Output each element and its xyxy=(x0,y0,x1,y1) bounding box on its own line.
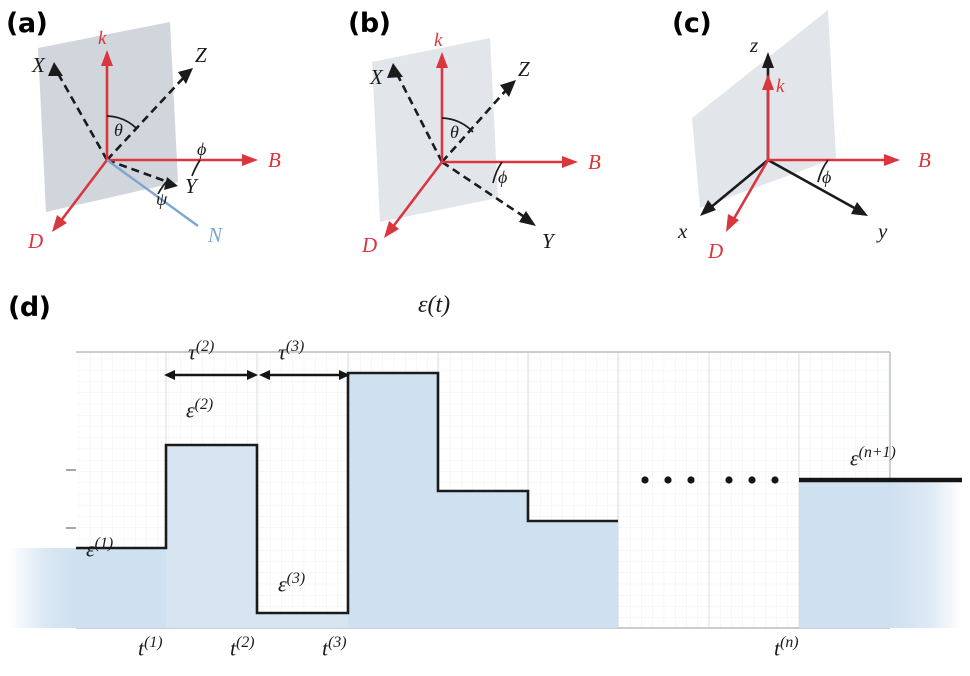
duration-label-3: τ(3) xyxy=(278,338,305,365)
axis-Z-arrowhead-b xyxy=(500,80,516,97)
vector-D-arrowhead-b xyxy=(384,221,399,238)
vector-D-c xyxy=(730,159,770,223)
axis-X-arrowhead-b xyxy=(387,63,403,78)
duration-arrowheads xyxy=(164,370,350,380)
label-N-a: N xyxy=(207,223,223,247)
step-fill-6 xyxy=(528,521,618,628)
step-label-3: ε(3) xyxy=(278,570,306,597)
axis-X-b xyxy=(394,71,444,163)
vector-k-arrowhead-b xyxy=(436,52,448,68)
step-label-2: ε(2) xyxy=(186,396,214,423)
label-psi-a: ψ xyxy=(156,189,168,209)
label-phi-c: ϕ xyxy=(822,167,831,187)
label-x-c: x xyxy=(677,219,688,243)
scattering-plane-c xyxy=(692,10,836,208)
scattering-plane-b xyxy=(372,38,498,222)
step-fill-prefix xyxy=(8,548,76,628)
vector-D-b xyxy=(390,161,444,229)
label-X-a: X xyxy=(31,53,46,77)
x-tick-label-3: t(3) xyxy=(322,634,347,661)
step-label-n1: ε(n+1) xyxy=(850,444,896,471)
label-Y-b: Y xyxy=(542,229,556,253)
step-fill-2 xyxy=(166,445,257,628)
angle-psi-arc-a xyxy=(157,179,169,195)
chart-y-ticks xyxy=(66,469,76,529)
label-Y-a: Y xyxy=(185,174,199,198)
step-fill-1 xyxy=(76,548,166,628)
panel-d: (d) ε(t) xyxy=(0,280,970,676)
axis-x-arrowhead-c xyxy=(700,200,716,216)
vector-k-arrowhead-a xyxy=(101,50,113,66)
vector-D-arrowhead-a xyxy=(52,215,67,232)
step-fill-3 xyxy=(257,613,348,628)
step-label-1: ε(1) xyxy=(86,535,114,562)
label-B-b: B xyxy=(588,150,601,174)
label-X-b: X xyxy=(369,65,384,89)
label-D-c: D xyxy=(707,239,723,263)
label-B-c: B xyxy=(918,148,931,172)
label-theta-a: θ xyxy=(114,120,123,140)
panel-c-label: (c) xyxy=(672,8,712,39)
label-Z-b: Z xyxy=(518,57,530,81)
panel-c: (c) z x y k B D xyxy=(650,0,970,280)
angle-phi-arc-a xyxy=(191,159,201,177)
axis-Z-arrowhead-a xyxy=(178,68,193,84)
panel-b-label: (b) xyxy=(348,8,391,39)
label-phi-b: ϕ xyxy=(498,167,507,187)
angle-theta-arc-b xyxy=(441,117,474,133)
angle-phi-arc-b xyxy=(492,161,503,184)
axis-Z-b xyxy=(441,87,509,163)
panel-c-diagram: z x y k B D ϕ xyxy=(677,10,931,263)
step-chart-svg xyxy=(8,351,962,629)
step-fill-n1 xyxy=(799,480,890,628)
vector-k-arrowhead-c xyxy=(762,74,774,90)
label-Z-a: Z xyxy=(195,43,207,67)
panel-b: (b) X Z Y k B D θ ϕ xyxy=(330,0,650,280)
vector-N-a xyxy=(106,159,199,227)
step-fill-5 xyxy=(438,491,528,628)
angle-theta-arc-a xyxy=(106,115,138,130)
duration-label-2: τ(2) xyxy=(188,338,215,365)
label-y-c: y xyxy=(876,219,888,243)
label-D-a: D xyxy=(27,229,43,253)
panel-a: (a) xyxy=(0,0,330,280)
vector-B-arrowhead-a xyxy=(242,154,258,166)
vector-D-arrowhead-c xyxy=(726,214,739,232)
x-tick-label-n: t(n) xyxy=(774,634,799,661)
x-tick-label-1: t(1) xyxy=(138,634,163,661)
axis-y-c xyxy=(767,158,859,212)
step-fill-suffix xyxy=(890,480,962,628)
vector-B-arrowhead-b xyxy=(562,156,578,168)
axis-x-c xyxy=(709,158,769,210)
x-tick-label-2: t(2) xyxy=(230,634,255,661)
axis-X-a xyxy=(54,69,109,161)
panel-a-diagram: X Z Y k B D N θ ϕ ψ xyxy=(27,22,281,253)
plot-title: ε(t) xyxy=(418,292,451,318)
label-z-c: z xyxy=(749,33,758,57)
step-fill-4 xyxy=(348,373,438,628)
label-theta-b: θ xyxy=(450,122,459,142)
label-k-b: k xyxy=(434,30,443,51)
vector-B-arrowhead-c xyxy=(884,154,900,166)
label-k-a: k xyxy=(98,28,107,49)
axis-Y-arrowhead-b xyxy=(519,211,536,226)
panel-d-label: (d) xyxy=(8,292,51,323)
axis-X-arrowhead-a xyxy=(48,62,63,76)
panel-a-label: (a) xyxy=(6,8,48,39)
label-D-b: D xyxy=(361,233,377,257)
angle-phi-arc-c xyxy=(817,159,829,183)
axis-Z-a xyxy=(106,74,187,161)
label-B-a: B xyxy=(268,148,281,172)
axis-Y-a xyxy=(106,158,169,184)
axis-y-arrowhead-c xyxy=(851,202,868,216)
axis-Y-b xyxy=(441,160,527,220)
label-k-c: k xyxy=(776,76,785,97)
step-outline-left xyxy=(76,371,618,615)
axis-z-arrowhead-c xyxy=(762,52,774,68)
panel-b-diagram: X Z Y k B D θ ϕ xyxy=(361,30,601,257)
step-chart: ε(1) ε(2) ε(3) ε(n+1) τ(2) τ(3) t(1) t(2… xyxy=(0,280,970,676)
vector-D-a xyxy=(58,159,109,223)
ellipsis-dots xyxy=(641,476,779,484)
label-phi-a: ϕ xyxy=(197,139,206,159)
